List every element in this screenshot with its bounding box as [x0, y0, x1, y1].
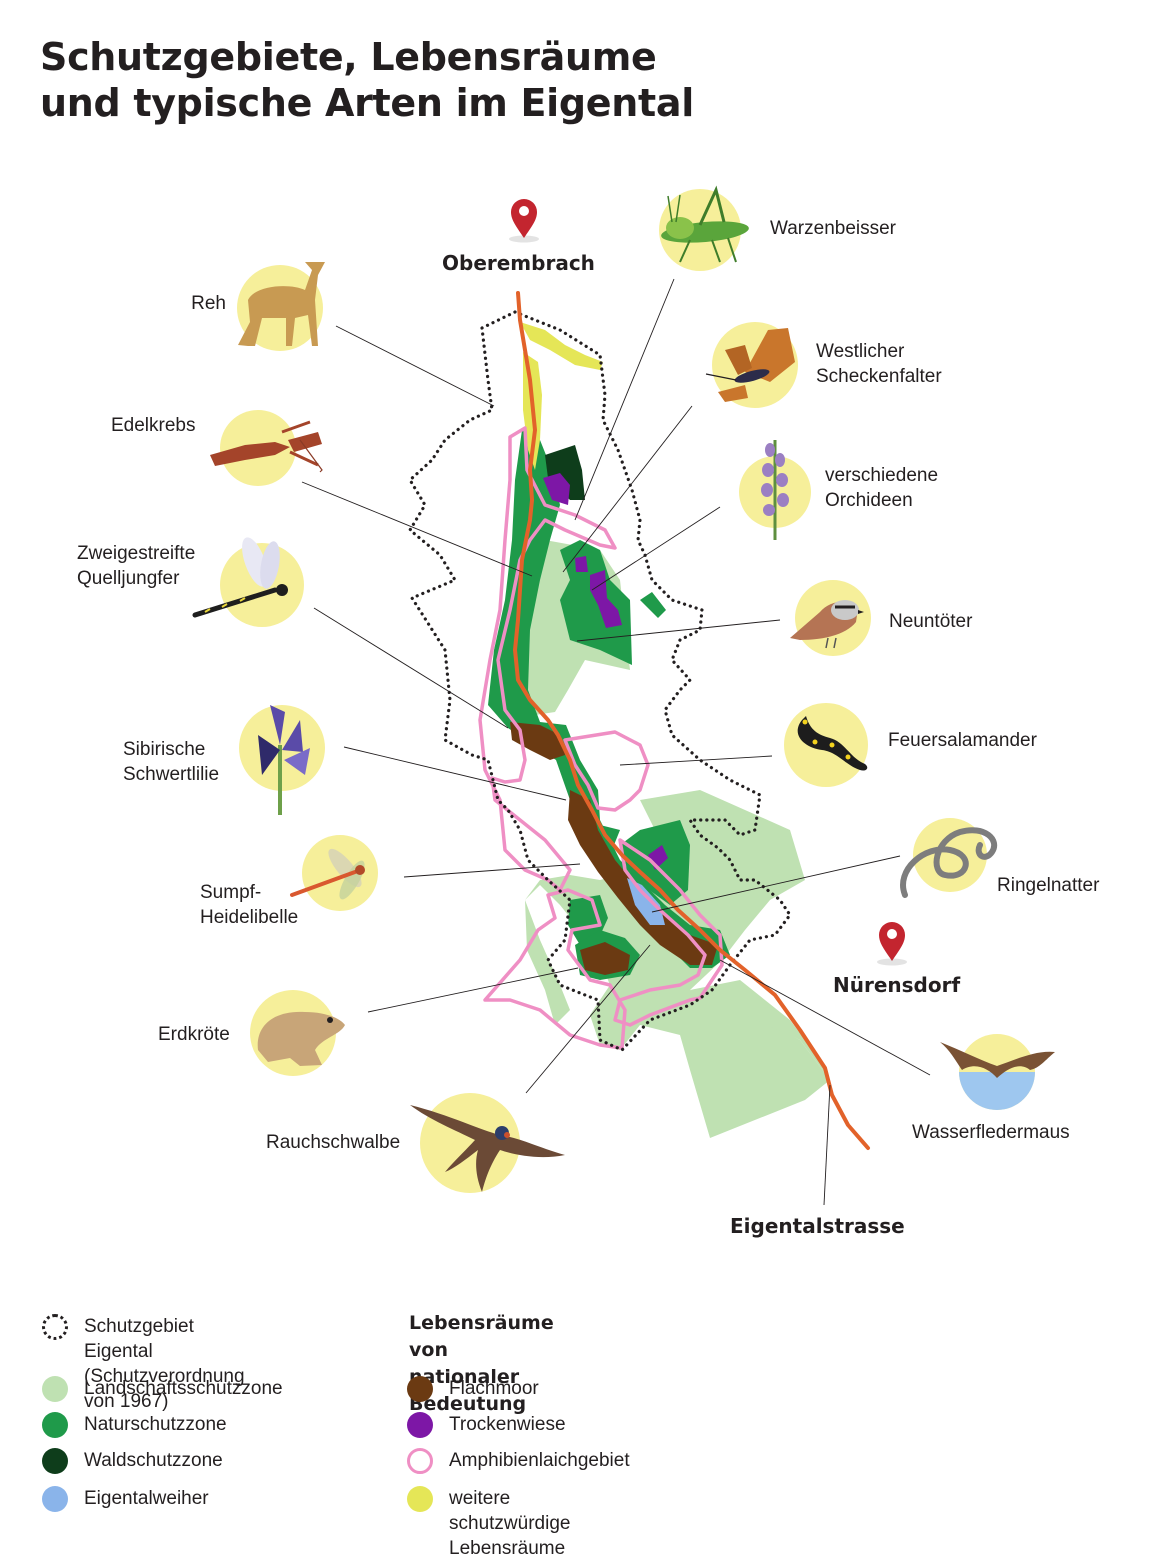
grasshopper-icon [659, 185, 749, 271]
species-label-wasserfledermaus: Wasserfledermaus [912, 1122, 1070, 1143]
species-label-orchideen: verschiedene Orchideen [825, 465, 939, 511]
salamander-icon [784, 703, 868, 787]
species-label-edelkrebs: Edelkrebs [111, 415, 196, 436]
butterfly-icon [705, 322, 798, 408]
species-label-feuersalamander: Feuersalamander [888, 730, 1037, 751]
species-label-schwertlilie: Sibirische Schwertlilie [123, 739, 220, 785]
legend-swatch [42, 1448, 68, 1474]
species-label-rauchschwalbe: Rauchschwalbe [266, 1132, 401, 1153]
deer-icon [237, 262, 325, 351]
waldschutzzone-area [545, 445, 585, 500]
bat-icon [940, 1034, 1055, 1110]
legend-item-trockenwiese: Trockenwiese [407, 1412, 566, 1438]
schutzgebiet-eigental-boundary [408, 310, 792, 1052]
species-label-neuntoeter: Neuntöter [889, 611, 973, 632]
orchid-icon [739, 440, 811, 540]
dragonfly-icon [192, 537, 304, 627]
shrike-icon [790, 580, 871, 656]
place-oberembrach: Oberembrach [442, 251, 595, 275]
legend-swatch [42, 1412, 68, 1438]
leader-lines [301, 278, 931, 1206]
legend-item-waldschutzzone: Waldschutzzone [42, 1448, 223, 1474]
crayfish-icon [210, 410, 323, 486]
species-label-scheckenfalter: Westlicher Scheckenfalter [816, 341, 942, 387]
legend-heading-national: Lebensräume von nationaler Bedeutung [409, 1312, 554, 1415]
place-nuerensdorf: Nürensdorf [833, 973, 961, 997]
legend-item-schutzgebiet: Schutzgebiet Eigental (Schutzverordnung … [42, 1314, 245, 1414]
legend-item-weitere-lebensraeume: weitere schutzwürdige Lebensräume [407, 1486, 570, 1561]
legend-item-eigentalweiher: Eigentalweiher [42, 1486, 209, 1512]
legend-item-landschaftsschutzzone: Landschaftsschutzzone [42, 1376, 283, 1402]
species-label-quelljungfer: Zweigestreifte Quelljungfer [77, 543, 196, 589]
darter-icon [290, 835, 378, 911]
map-pin-icon [877, 922, 907, 966]
legend-swatch [407, 1376, 433, 1402]
species-label-erdkroete: Erdkröte [158, 1024, 230, 1045]
species-label-ringelnatter: Ringelnatter [997, 875, 1100, 896]
toad-icon [250, 990, 345, 1076]
species-label-heidelibelle: Sumpf- Heidelibelle [200, 882, 299, 928]
title-line-1: Schutzgebiete, Lebensräume [40, 35, 657, 79]
legend-item-naturschutzzone: Naturschutzzone [42, 1412, 227, 1438]
title-line-2: und typische Arten im Eigental [40, 81, 694, 125]
species-label-reh: Reh [191, 293, 226, 314]
legend-swatch-ring [407, 1448, 433, 1474]
map-pin-icon [509, 199, 539, 243]
legend-swatch [42, 1376, 68, 1402]
eigentalstrasse-road [513, 291, 870, 1150]
legend-swatch [42, 1486, 68, 1512]
swallow-icon [410, 1093, 565, 1193]
legend-swatch [407, 1486, 433, 1512]
page-title: Schutzgebiete, Lebensräume und typische … [40, 34, 694, 126]
eigentalweiher-pond [627, 878, 665, 925]
amphibienlaichgebiet-outlines [478, 426, 724, 1050]
road-label-eigentalstrasse: Eigentalstrasse [730, 1214, 905, 1238]
legend-swatch [407, 1412, 433, 1438]
snake-icon [900, 818, 997, 898]
species-label-warzenbeisser: Warzenbeisser [770, 218, 897, 239]
iris-icon [239, 705, 325, 815]
legend-item-flachmoor: Flachmoor [407, 1376, 539, 1402]
legend-item-amphibienlaichgebiet: Amphibienlaichgebiet [407, 1448, 630, 1474]
flachmoor-areas [510, 722, 718, 975]
legend-swatch-dotted-ring [42, 1314, 68, 1340]
